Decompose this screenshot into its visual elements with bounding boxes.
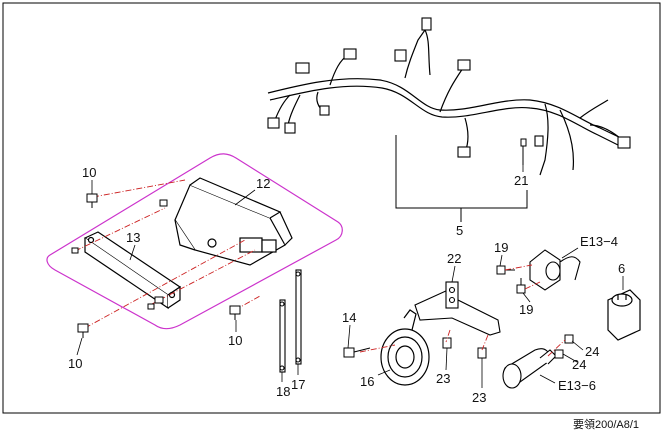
label-part-21: 21 xyxy=(514,173,528,188)
label-part-18: 18 xyxy=(276,384,290,399)
label-part-23-right: 23 xyxy=(472,390,486,405)
label-part-24-top: 24 xyxy=(585,344,599,359)
label-part-19-top: 19 xyxy=(494,240,508,255)
label-part-10-top: 10 xyxy=(82,165,96,180)
leader-lines xyxy=(76,165,624,388)
alignment-lines xyxy=(74,179,261,329)
label-part-22: 22 xyxy=(447,251,461,266)
unit-red-lines xyxy=(547,339,566,357)
label-part-17: 17 xyxy=(291,377,305,392)
unit-e13-6 xyxy=(502,348,557,389)
screw-19 xyxy=(496,265,526,294)
label-part-12: 12 xyxy=(256,176,270,191)
label-part-e13-6: E13−6 xyxy=(558,378,596,393)
relay-red-lines xyxy=(504,264,541,290)
mounting-plate-13 xyxy=(83,231,182,310)
switch-6 xyxy=(607,289,641,341)
control-box-12 xyxy=(174,177,293,266)
part-21-clip xyxy=(520,138,527,165)
bolt-14 xyxy=(343,347,371,358)
label-part-6: 6 xyxy=(618,261,625,276)
harness-connectors xyxy=(267,17,631,158)
nut-23 xyxy=(442,337,487,359)
stay-17 xyxy=(295,269,302,365)
label-part-24-bottom: 24 xyxy=(572,357,586,372)
diagram-frame xyxy=(2,2,661,414)
stay-18 xyxy=(279,299,286,373)
label-part-e13-4: E13−4 xyxy=(580,234,618,249)
label-part-13: 13 xyxy=(126,230,140,245)
horn-16 xyxy=(380,309,430,386)
assembly-outline-12 xyxy=(46,153,343,330)
relay-e13-4 xyxy=(529,249,581,291)
page-reference: 要領200/A8/1 xyxy=(573,417,639,431)
label-part-23-left: 23 xyxy=(436,371,450,386)
horn-red-lines xyxy=(359,329,489,353)
bolt-10 xyxy=(71,193,241,338)
wiring-harness xyxy=(267,29,626,176)
horn-bracket-22 xyxy=(414,281,501,336)
label-part-14: 14 xyxy=(342,310,356,325)
label-part-5: 5 xyxy=(456,223,463,238)
label-part-19-bottom: 19 xyxy=(519,302,533,317)
label-part-16: 16 xyxy=(360,374,374,389)
callout-bracket-5 xyxy=(395,135,528,222)
label-part-10-bottom-left: 10 xyxy=(68,356,82,371)
label-part-10-bottom-right: 10 xyxy=(228,333,242,348)
